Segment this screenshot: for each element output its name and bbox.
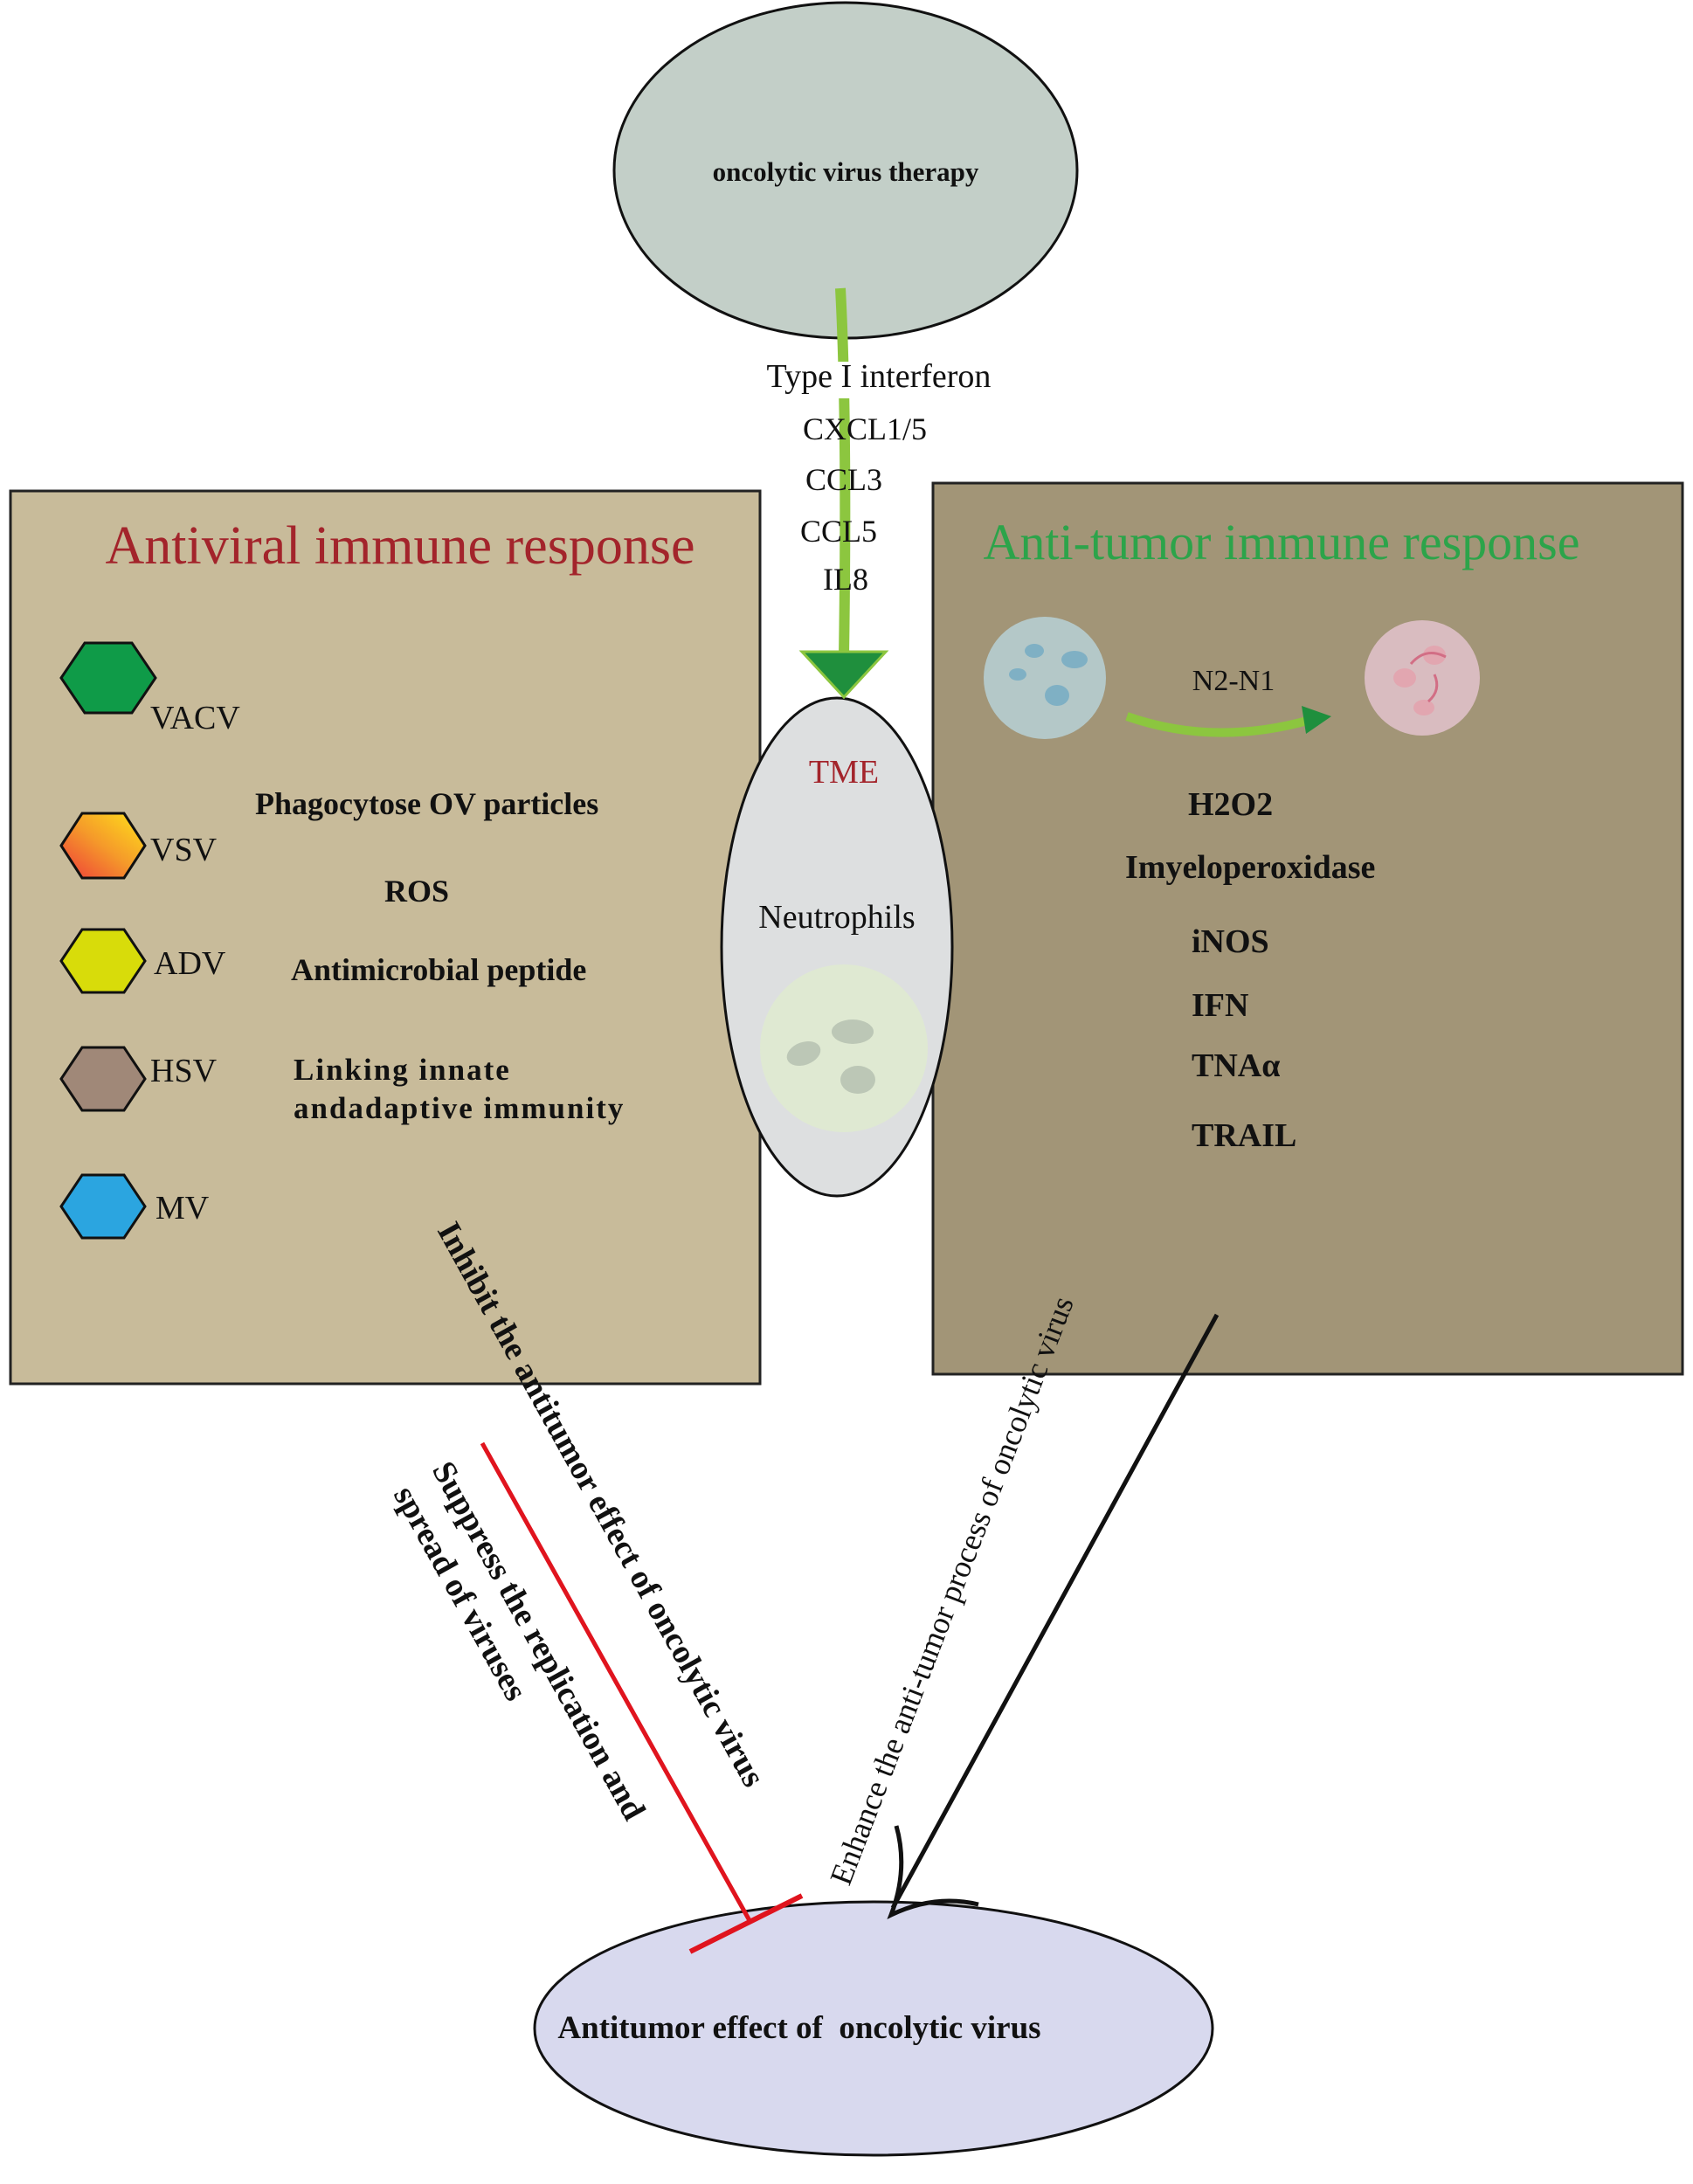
mv-hexagon-icon xyxy=(59,1173,147,1240)
n1-neutrophil-icon xyxy=(1365,620,1480,736)
virus-label-vsv: VSV xyxy=(150,832,218,868)
cytokine-il8: IL8 xyxy=(823,562,868,597)
n2-n1-arrow xyxy=(1125,712,1312,737)
mediator-tna: TNAα xyxy=(1192,1047,1280,1084)
n2-n1-arrowhead-icon xyxy=(1302,706,1331,734)
function-linking-1: Linking innate xyxy=(294,1053,511,1087)
inhibit-line-bar xyxy=(688,1893,804,1954)
virus-label-mv: MV xyxy=(155,1190,210,1227)
enhance-arrow xyxy=(890,1313,1220,1910)
enhance-arrowhead-icon xyxy=(887,1825,979,1919)
virus-label-vacv: VACV xyxy=(150,700,240,736)
function-antimicrobial: Antimicrobial peptide xyxy=(291,952,586,987)
cytokine-ccl5: CCL5 xyxy=(800,514,877,549)
therapy-to-tme-arrow xyxy=(835,287,851,658)
inhibit-line xyxy=(480,1441,754,1925)
cytokine-ccl3: CCL3 xyxy=(805,462,882,497)
antiviral-panel xyxy=(9,489,762,1386)
antitumor-effect-ellipse xyxy=(533,1900,1214,2157)
mediator-inos: iNOS xyxy=(1192,923,1269,960)
cytokine-cxcl1-5: CXCL1/5 xyxy=(803,411,927,446)
adv-hexagon-icon xyxy=(59,928,147,994)
vacv-hexagon-icon xyxy=(59,641,157,715)
vsv-hexagon-icon xyxy=(59,812,147,880)
virus-label-hsv: HSV xyxy=(150,1053,218,1089)
virus-label-adv: ADV xyxy=(154,945,226,982)
antiviral-title: Antiviral immune response xyxy=(106,516,695,576)
cytokine-label-background xyxy=(804,362,891,398)
antitumor-effect-label: Antitumor effect of oncolytic virus xyxy=(557,2010,1040,2046)
neutrophils-label: Neutrophils xyxy=(758,899,915,936)
neutrophil-cell-icon xyxy=(760,964,928,1132)
function-ros: ROS xyxy=(384,874,449,909)
function-phagocytose: Phagocytose OV particles xyxy=(255,786,598,821)
mediator-h2o2: H2O2 xyxy=(1188,786,1273,823)
mediator-ifn: IFN xyxy=(1192,987,1248,1024)
transition-label: N2-N1 xyxy=(1192,665,1275,697)
therapy-arrowhead-icon xyxy=(798,650,889,700)
tme-label: TME xyxy=(809,754,879,791)
mediator-myeloperoxidase: Imyeloperoxidase xyxy=(1125,849,1375,886)
n2-neutrophil-icon xyxy=(984,617,1106,739)
antitumor-title: Anti-tumor immune response xyxy=(983,514,1579,570)
cytokine-type-i-interferon: Type I interferon xyxy=(767,358,992,395)
antitumor-panel xyxy=(931,481,1684,1376)
mediator-trail: TRAIL xyxy=(1192,1117,1296,1154)
therapy-label: oncolytic virus therapy xyxy=(713,156,979,187)
function-linking-2: andadaptive immunity xyxy=(294,1091,625,1125)
hsv-hexagon-icon xyxy=(59,1046,147,1112)
